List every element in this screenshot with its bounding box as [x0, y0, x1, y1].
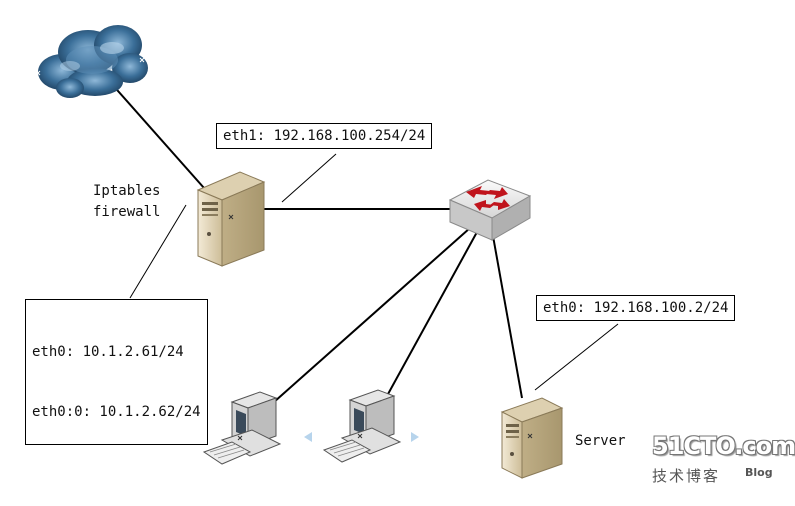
- firewall-eth0-alias-text: eth0:0: 10.1.2.62/24: [32, 404, 201, 420]
- watermark-blog: Blog: [745, 466, 773, 479]
- leader-lines: [129, 153, 619, 391]
- watermark-brand: 51CTO.com: [652, 432, 795, 460]
- server-eth0-label: eth0: 192.168.100.2/24: [536, 295, 736, 321]
- link-switch-pc1: [264, 227, 471, 411]
- firewall-server-icon: [196, 171, 266, 267]
- link-cloud-firewall: [109, 81, 213, 198]
- firewall-eth0-text: eth0: 10.1.2.61/24: [32, 344, 184, 360]
- ellipsis-right-arrow-icon: [411, 432, 419, 442]
- firewall-eth1-label: eth1: 192.168.100.254/24: [216, 123, 433, 149]
- link-switch-server: [492, 235, 523, 399]
- connection-lines: [109, 81, 523, 411]
- server-icon: [500, 397, 564, 479]
- leader-server: [534, 323, 619, 391]
- link-switch-pc2: [381, 231, 478, 406]
- watermark-subtitle: 技术博客: [652, 467, 721, 485]
- server-name-label: Server: [575, 433, 626, 449]
- network-switch-icon: [448, 179, 532, 241]
- workstation-icon-2: [322, 389, 402, 463]
- firewall-name-line2: firewall: [93, 204, 161, 220]
- workstation-icon-1: [202, 391, 282, 465]
- ellipsis-left-arrow-icon: [304, 432, 312, 442]
- internet-cloud-icon: [35, 18, 148, 104]
- firewall-eth0-label: eth0: 10.1.2.61/24 eth0:0: 10.1.2.62/24: [25, 299, 208, 445]
- leader-eth1: [281, 153, 337, 203]
- firewall-name-line1: Iptables: [93, 183, 161, 199]
- leader-eth0: [129, 204, 187, 299]
